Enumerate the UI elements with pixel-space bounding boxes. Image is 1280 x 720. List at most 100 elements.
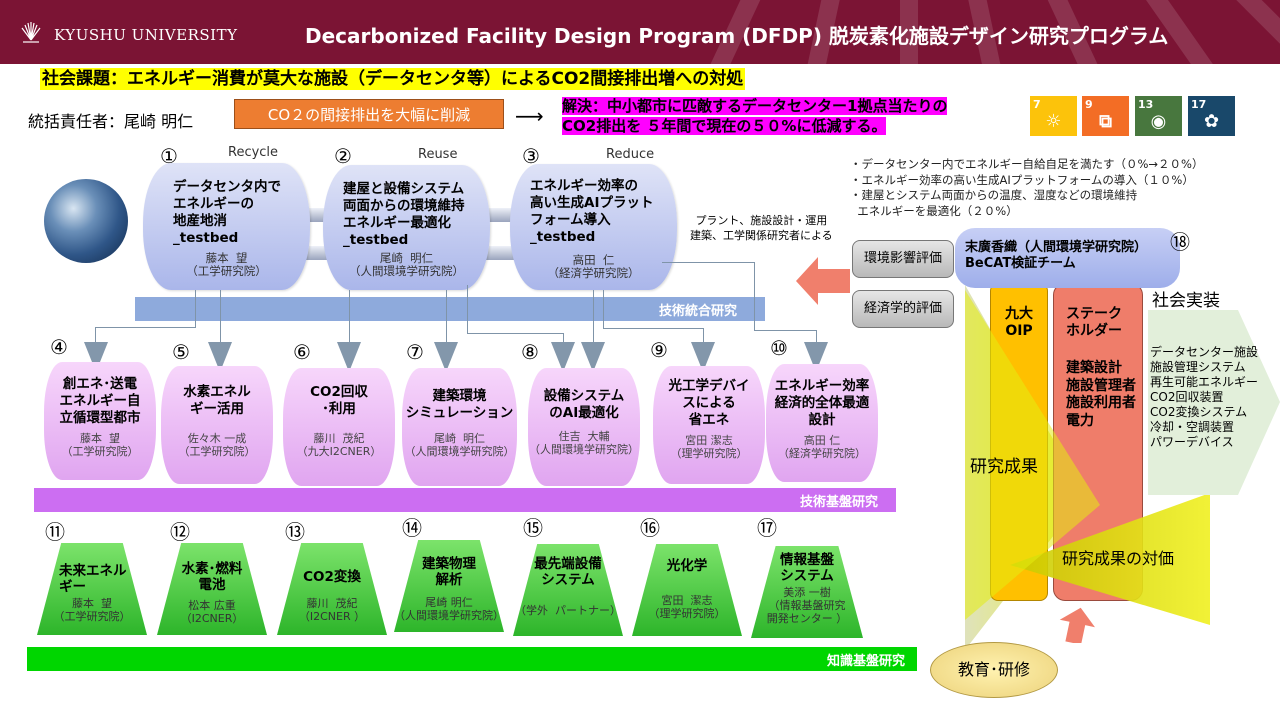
integration-cylinder-3: エネルギー効率の 高い生成AIプラット フォーム導入 _testbed 高田 仁…	[510, 164, 677, 290]
sdg-9-badge: 9 ⧉	[1082, 96, 1129, 136]
sdg-number: 17	[1191, 98, 1207, 111]
tech-cylinder-4: 創エネ･送電 エネルギー自 立循環型都市 藤本 望 （工学研究院）	[44, 362, 156, 480]
eye-globe-icon: ◉	[1150, 111, 1167, 132]
bullet-item: ・データセンター内でエネルギー自給自足を満たす（０%→２０%）	[850, 157, 1204, 171]
item-number: ⑦	[406, 340, 424, 364]
tech-cylinder-8: 設備システム のAI最適化 住吉 大輔 （人間環境学研究院）	[528, 368, 640, 486]
tech-cylinder-7: 建築環境 シミュレーション 尾崎 明仁 （人間環境学研究院）	[402, 368, 517, 486]
cylinder-title: 水素エネル ギー活用	[183, 384, 251, 417]
bullet-item: ・エネルギー効率の高い生成AIプラットフォームの導入（１０%）	[850, 172, 1194, 187]
bar-label: 知識基盤研究	[826, 654, 905, 669]
left-arrow-icon	[796, 257, 850, 305]
sdg-7-badge: 7 ☼	[1030, 96, 1077, 136]
connector-line	[754, 330, 816, 331]
integration-note: プラント、施設設計・運用 建築、工学関係研究者による	[690, 214, 833, 242]
connector-tube	[485, 246, 515, 260]
goal-box: CO２の間接排出を大幅に削減	[234, 99, 504, 129]
program-leader: 統括責任者：尾崎 明仁	[28, 112, 194, 131]
university-crest-icon	[21, 22, 41, 43]
connector-line	[816, 330, 817, 345]
block-person: 宮田 潔志 （理学研究院）	[648, 594, 726, 620]
tech-foundation-bar: 技術基盤研究	[34, 488, 896, 512]
phase-label: Reuse	[418, 147, 458, 162]
item-number: ⑪	[45, 520, 65, 544]
connector-line	[563, 333, 564, 345]
cylinder-person: 藤本 望 （工学研究院）	[61, 432, 139, 458]
cylinder-title: エネルギー効率 経済的全体最適 設計	[774, 378, 870, 428]
phase-label: Reduce	[606, 147, 655, 162]
cylinder-person: 尾崎 明仁 （人間環境学研究院）	[349, 251, 464, 278]
connector-line	[467, 285, 468, 333]
item-number: ④	[50, 335, 68, 359]
item-number: ⑧	[521, 340, 539, 364]
solution-line-1: 解決：中小都市に匹敵するデータセンター1拠点当たりの	[562, 97, 948, 115]
cylinder-person: 住吉 大輔 （人間環境学研究院）	[529, 430, 639, 456]
stakeholder-items: 建築設計 施設管理者 施設利用者 電力	[1066, 360, 1136, 429]
connector-line	[446, 290, 447, 345]
item-number: ⑨	[650, 338, 668, 362]
research-results-label: 研究成果	[970, 457, 1038, 477]
item-number: ⑫	[170, 520, 190, 544]
knowledge-block-15: 最先端設備 システム （学外 パートナー）	[513, 544, 623, 636]
economic-evaluation: 経済学的評価	[852, 290, 954, 328]
becat-verification-team: 末廣香織（人間環境学研究院） BeCAT検証チーム	[955, 228, 1180, 288]
down-arrow-icon	[551, 342, 575, 372]
environment-impact-evaluation: 環境影響評価	[852, 240, 954, 278]
cylinder-title: 建屋と設備システム 両面からの環境維持 エネルギー最適化 _testbed	[343, 181, 465, 248]
bullet-item: エネルギーを最適化（２０%）	[850, 203, 1018, 218]
sun-icon: ☼	[1045, 111, 1062, 132]
knowledge-block-11: 未来エネル ギー 藤本 望 （工学研究院）	[37, 543, 147, 635]
bullet-item: ・建屋とシステム両面からの温度、湿度などの環境維持	[850, 188, 1138, 202]
earth-image	[44, 179, 128, 263]
item-number: ①	[160, 144, 178, 168]
connector-line	[95, 327, 96, 345]
item-number: ②	[334, 144, 352, 168]
cylinder-title: データセンタ内で エネルギーの 地産地消 _testbed	[173, 179, 281, 246]
item-number: ⑯	[640, 516, 660, 540]
cylinder-title: 設備システム のAI最適化	[543, 388, 625, 421]
flower-rings-icon: ✿	[1203, 111, 1220, 132]
solution-text: 解決：中小都市に匹敵するデータセンター1拠点当たりの CO2排出を ５年間で現在…	[562, 96, 1002, 136]
knowledge-block-16: 光化学 宮田 潔志 （理学研究院）	[632, 544, 742, 636]
tech-cylinder-10: エネルギー効率 経済的全体最適 設計 高田 仁 （経済学研究院）	[766, 364, 878, 482]
bar-label: 技術統合研究	[658, 304, 737, 319]
stakeholder-title: ステーク ホルダー	[1066, 306, 1122, 339]
item-number: ⑥	[293, 340, 311, 364]
cylinder-person: 藤本 望 （工学研究院）	[186, 251, 267, 278]
social-implementation-label: 社会実装	[1152, 291, 1220, 311]
connector-line	[754, 262, 755, 330]
cylinder-person: 佐々木 一成 （工学研究院）	[178, 432, 256, 458]
block-person: 藤本 望 （工学研究院）	[53, 597, 131, 623]
sdg-number: 7	[1033, 98, 1041, 111]
knowledge-block-14: 建築物理 解析 尾崎 明仁 （人間環境学研究院）	[394, 540, 504, 632]
item-number: ⑬	[285, 520, 305, 544]
knowledge-block-13: CO2変換 藤川 茂紀 （I2CNER ）	[277, 543, 387, 635]
knowledge-foundation-bar: 知識基盤研究	[27, 647, 917, 671]
connector-line	[603, 328, 703, 329]
block-title: 情報基盤 システム	[780, 552, 834, 584]
integration-cylinder-2: 建屋と設備システム 両面からの環境維持 エネルギー最適化 _testbed 尾崎…	[323, 165, 490, 290]
integration-cylinder-1: データセンタ内で エネルギーの 地産地消 _testbed 藤本 望 （工学研究…	[143, 163, 310, 290]
down-arrow-icon	[337, 342, 361, 372]
cylinder-title: 創エネ･送電 エネルギー自 立循環型都市	[59, 376, 141, 426]
down-arrow-icon	[581, 342, 605, 372]
item-number: ⑩	[770, 336, 788, 360]
solution-line-2: CO2排出を ５年間で現在の５０%に低減する。	[562, 117, 887, 135]
tech-cylinder-5: 水素エネル ギー活用 佐々木 一成 （工学研究院）	[161, 366, 273, 484]
implementation-arrow	[1148, 310, 1280, 495]
sdg-number: 13	[1138, 98, 1154, 111]
university-name: KYUSHU UNIVERSITY	[54, 26, 238, 44]
header-banner: KYUSHU UNIVERSITY Decarbonized Facility …	[0, 0, 1280, 64]
cylinder-title: エネルギー効率の 高い生成AIプラット フォーム導入 _testbed	[530, 178, 654, 245]
cylinder-person: 宮田 潔志 （理学研究院）	[670, 434, 748, 460]
right-arrow-icon: ⟶	[515, 104, 544, 128]
cubes-icon: ⧉	[1099, 111, 1112, 132]
item-number: ⑰	[757, 516, 777, 540]
sdg-number: 9	[1085, 98, 1093, 111]
connector-line	[220, 290, 221, 345]
integration-research-bar: 技術統合研究	[135, 297, 765, 321]
connector-line	[195, 290, 196, 328]
up-arrow-icon	[1059, 607, 1095, 643]
research-results-triangle	[965, 290, 1100, 620]
block-person: 藤川 茂紀 （I2CNER ）	[298, 597, 366, 623]
